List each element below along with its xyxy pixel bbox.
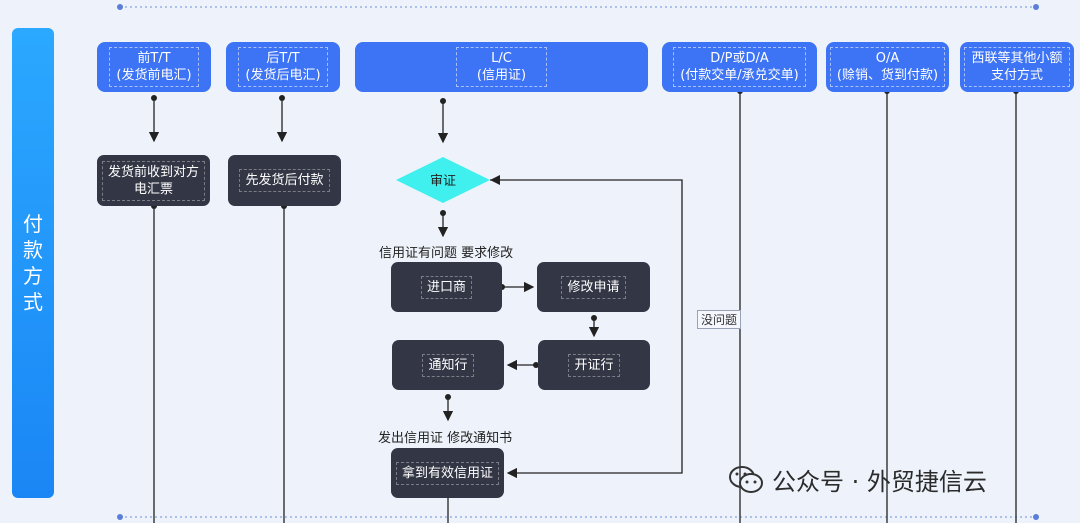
header-tt-after: 后T/T (发货后电汇) [226, 42, 340, 92]
header-lc: L/C (信用证) [355, 42, 648, 92]
header-line: (信用证) [476, 68, 527, 83]
header-line: O/A [875, 51, 900, 66]
review-label: 审证 [429, 174, 456, 189]
box-line: 电汇票 [133, 181, 173, 197]
box-line: 发货前收到对方 [107, 164, 199, 180]
header-line: (发货后电汇) [245, 68, 321, 83]
box-issuing-bank: 开证行 [538, 340, 650, 390]
header-line: L/C [491, 51, 512, 66]
header-dp-da: D/P或D/A (付款交单/承兑交单) [662, 42, 817, 92]
watermark-text: 公众号 · 外贸捷信云 [772, 468, 987, 496]
header-line: (发货前电汇) [116, 68, 192, 83]
side-title-char: 付 [23, 212, 43, 236]
box-valid-lc: 拿到有效信用证 [391, 448, 504, 498]
box-advising-bank: 通知行 [392, 340, 504, 390]
side-title-char: 式 [23, 290, 43, 314]
header-line: D/P或D/A [710, 51, 769, 66]
review-diamond [396, 157, 490, 203]
box-line: 先发货后付款 [245, 173, 324, 188]
wechat-watermark: 公众号 · 外贸捷信云 [728, 462, 987, 497]
label-issue-notice: 发出信用证 修改通知书 [378, 431, 513, 446]
header-line: (付款交单/承兑交单) [680, 68, 799, 83]
box-line: 修改申请 [567, 279, 620, 295]
box-line: 拿到有效信用证 [401, 465, 493, 481]
box-amend-request: 修改申请 [537, 262, 650, 312]
side-title-char: 款 [23, 238, 43, 262]
header-tt-before: 前T/T (发货前电汇) [97, 42, 211, 92]
box-line: 通知行 [428, 357, 468, 373]
box-ship-then-pay: 先发货后付款 [228, 155, 341, 206]
box-receive-receipt: 发货前收到对方电汇票 [97, 155, 210, 206]
header-line: 支付方式 [990, 68, 1043, 83]
box-line: 开证行 [574, 357, 614, 373]
box-line: 进口商 [426, 279, 466, 295]
wechat-icon [728, 465, 764, 495]
header-oa: O/A (赊销、货到付款) [826, 42, 949, 92]
header-line: 前T/T [137, 51, 171, 66]
label-lc-problem: 信用证有问题 要求修改 [379, 246, 514, 261]
side-title-char: 方 [23, 264, 43, 288]
box-importer: 进口商 [391, 262, 502, 312]
label-no-problem: 没问题 [697, 310, 742, 329]
header-line: (赊销、货到付款) [836, 68, 939, 83]
header-line: 西联等其他小额 [971, 51, 1063, 66]
side-title-payment-methods: 付 款 方 式 [12, 28, 54, 498]
header-line: 后T/T [266, 51, 300, 66]
header-western-union: 西联等其他小额支付方式 [960, 42, 1074, 92]
